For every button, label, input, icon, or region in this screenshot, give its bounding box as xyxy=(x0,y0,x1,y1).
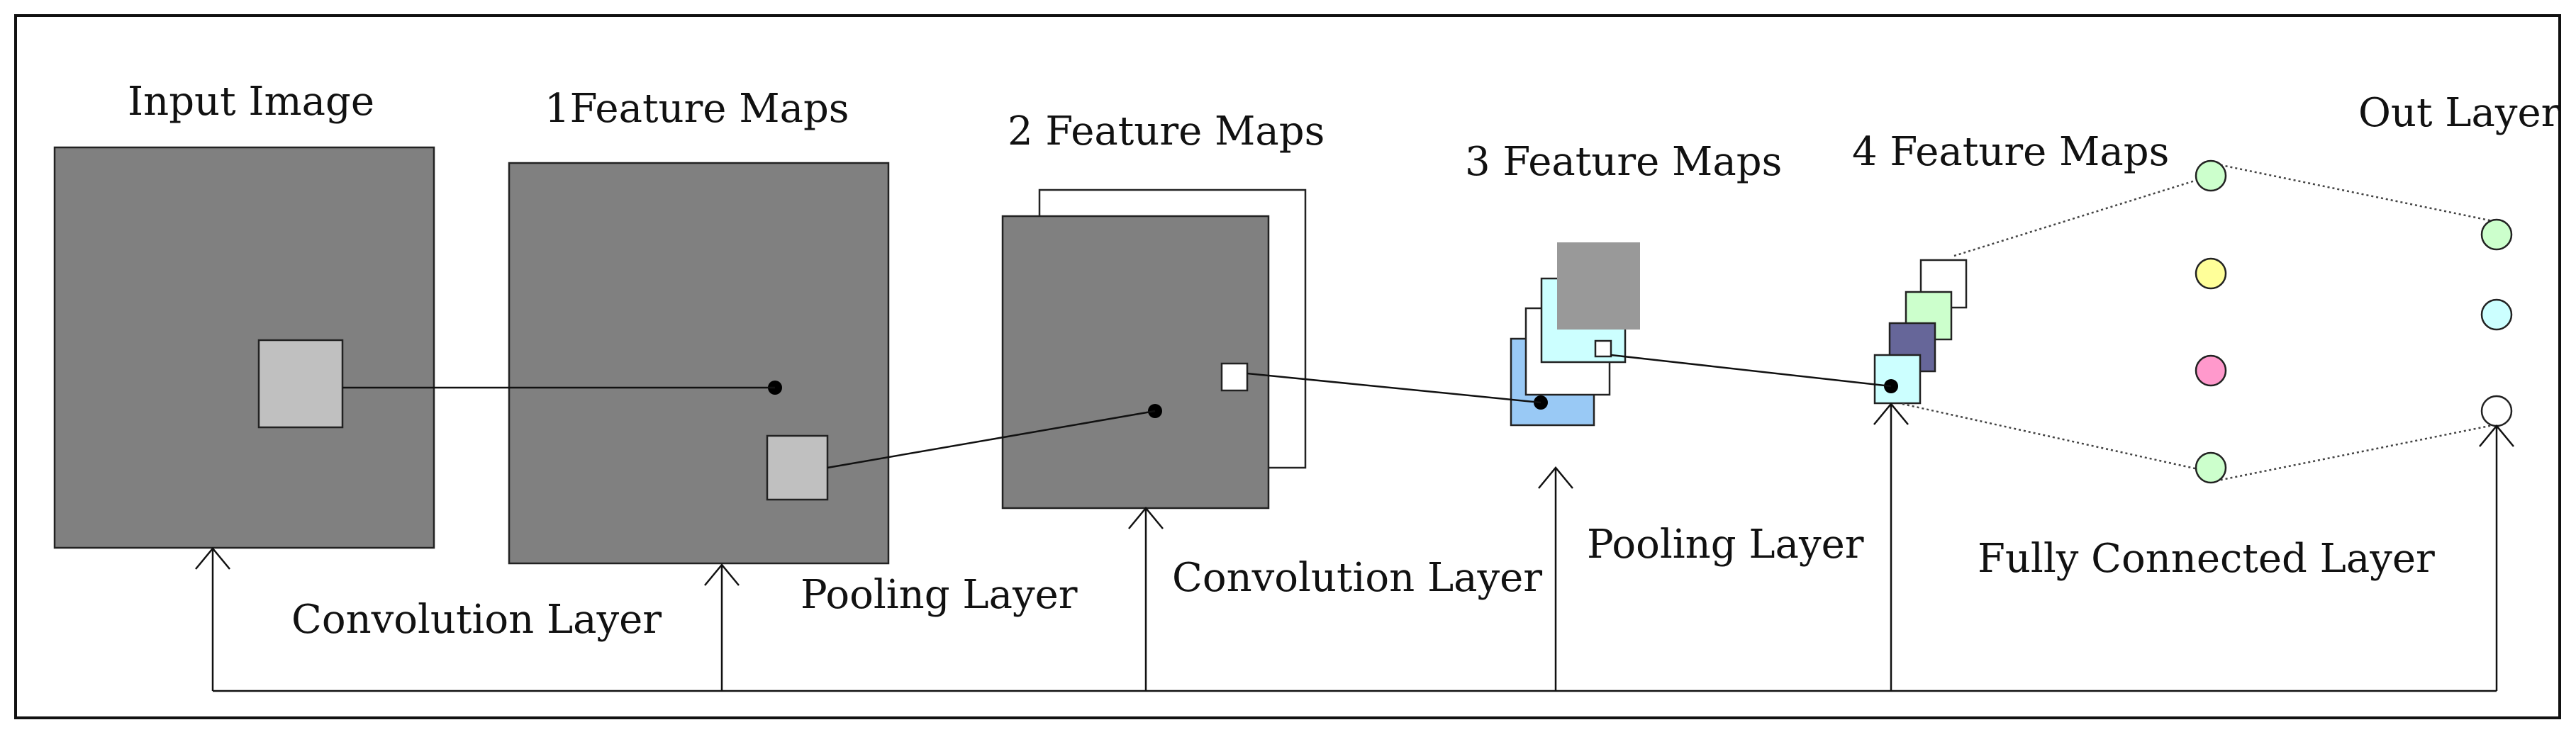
label-convolution-layer-2: Convolution Layer xyxy=(1172,555,1542,601)
label-feature-maps-1: 1Feature Maps xyxy=(545,86,849,132)
connection-map2-to-map3 xyxy=(1247,372,1541,404)
hidden-node xyxy=(2195,451,2227,484)
label-feature-maps-4: 4 Feature Maps xyxy=(1852,129,2169,175)
feature-map-4-cyan xyxy=(1873,354,1922,405)
label-input-image: Input Image xyxy=(128,79,374,125)
fc-dotted-line xyxy=(1902,403,2212,473)
input-image-map xyxy=(53,146,435,549)
feature-map-2-front xyxy=(1001,215,1270,510)
feature-map-3-gray xyxy=(1557,242,1640,330)
label-fully-connected-layer: Fully Connected Layer xyxy=(1978,536,2435,582)
output-node xyxy=(2480,298,2513,331)
label-feature-maps-2: 2 Feature Maps xyxy=(1008,108,1325,154)
label-pooling-layer-2: Pooling Layer xyxy=(1587,522,1864,568)
label-convolution-layer-1: Convolution Layer xyxy=(291,597,662,643)
label-feature-maps-3: 3 Feature Maps xyxy=(1465,139,1782,185)
feature-map-2-kernel-window xyxy=(1220,362,1249,392)
label-pooling-layer-1: Pooling Layer xyxy=(801,572,1078,618)
diagram-border xyxy=(14,14,2561,719)
output-node xyxy=(2480,218,2513,251)
hidden-node xyxy=(2195,354,2227,387)
feature-map-3-pool-window xyxy=(1594,339,1612,358)
fc-dotted-line xyxy=(2210,162,2497,223)
feature-map-1 xyxy=(508,162,890,565)
hidden-node xyxy=(2195,257,2227,290)
fc-dotted-line xyxy=(2210,423,2497,483)
fc-dotted-line xyxy=(1953,174,2212,257)
input-kernel-window xyxy=(257,339,344,429)
feature-map-1-pool-window xyxy=(766,434,829,501)
output-node xyxy=(2480,395,2513,427)
connection-map3-to-map4 xyxy=(1610,354,1892,388)
hidden-node xyxy=(2195,159,2227,192)
label-out-layer: Out Layer xyxy=(2358,90,2560,136)
connection-map1-to-map2 xyxy=(827,410,1156,469)
